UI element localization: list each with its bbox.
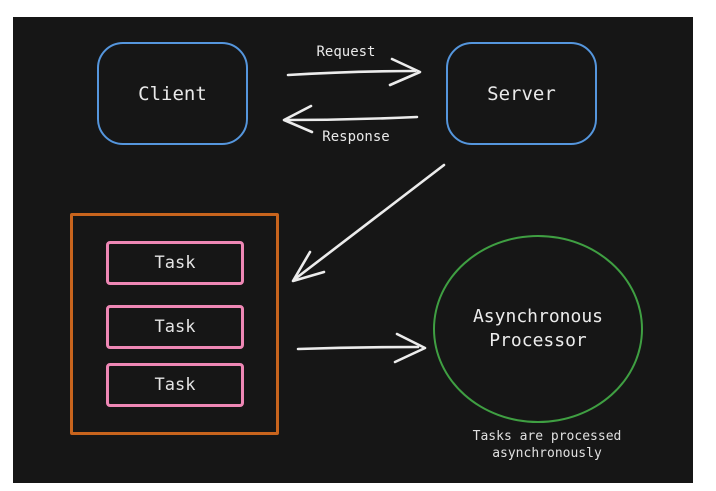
task-label: Task: [154, 317, 196, 337]
task-label: Task: [154, 253, 196, 273]
server-label: Server: [487, 82, 556, 105]
server-node: Server: [446, 42, 597, 145]
client-node: Client: [97, 42, 248, 145]
task-label: Task: [154, 375, 196, 395]
request-arrow: [286, 57, 422, 87]
queue-to-processor-arrow: [296, 332, 427, 364]
diagram-caption: Tasks are processed asynchronously: [472, 429, 622, 461]
client-label: Client: [138, 82, 207, 105]
task-item: Task: [106, 305, 244, 349]
async-processor-node: Asynchronous Processor: [433, 235, 643, 423]
request-arrow-label: Request: [316, 44, 376, 60]
response-arrow-label: Response: [322, 129, 390, 145]
diagram-canvas: Client Server Request Response Task Task…: [13, 17, 693, 483]
task-item: Task: [106, 241, 244, 285]
server-to-queue-arrow: [291, 163, 446, 283]
task-item: Task: [106, 363, 244, 407]
task-queue-container: Task Task Task: [70, 213, 279, 435]
async-processor-label: Asynchronous Processor: [472, 305, 604, 351]
